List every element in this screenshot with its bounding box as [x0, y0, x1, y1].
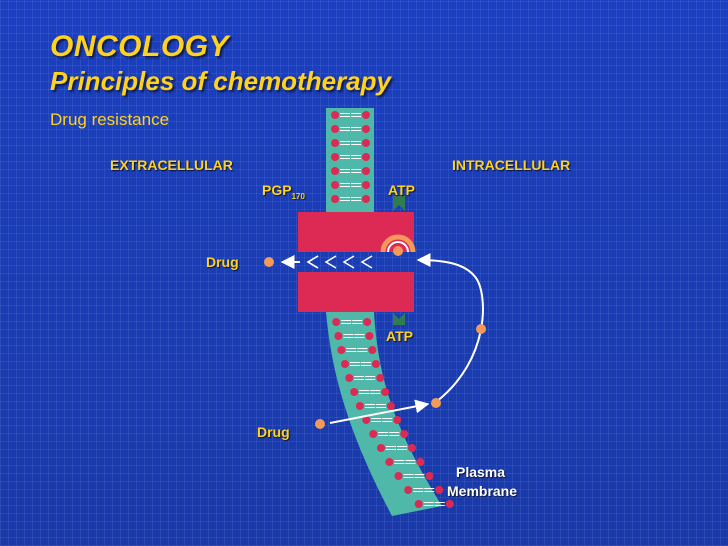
drug-dot-extracellular [264, 257, 274, 267]
plasma-membrane-lower [326, 312, 442, 516]
lipid-head [362, 195, 370, 203]
lipid-head [337, 346, 346, 354]
lipid-head [363, 318, 372, 326]
lipid-head [331, 167, 339, 175]
pgp-pump-lower [298, 272, 414, 312]
lipid-head [386, 402, 395, 410]
lipid-head [365, 332, 374, 340]
lipid-head [394, 472, 403, 480]
lipid-head [331, 195, 339, 203]
lipid-head [331, 181, 339, 189]
atp-label-bottom: ATP [386, 328, 413, 344]
lipid-bilayer-lower [332, 318, 454, 508]
lipid-head [332, 318, 341, 326]
drug-label-out: Drug [206, 254, 239, 270]
lipid-head [414, 500, 423, 508]
lipid-head [445, 500, 454, 508]
atp-label-top: ATP [388, 182, 415, 198]
drug-dot-entering [315, 419, 325, 429]
lipid-head [362, 139, 370, 147]
lipid-head [331, 139, 339, 147]
lipid-head [368, 346, 377, 354]
lipid-head [362, 125, 370, 133]
drug-dot-transit [476, 324, 486, 334]
lipid-head [416, 458, 425, 466]
pgp-subscript: 170 [291, 191, 305, 201]
lipid-head [369, 430, 378, 438]
pgp-label-text: PGP [262, 182, 292, 198]
lipid-bilayer-upper [331, 111, 370, 203]
lipid-head [334, 332, 343, 340]
extracellular-label: EXTRACELLULAR [110, 157, 233, 173]
lipid-head [362, 416, 371, 424]
section-heading: Drug resistance [50, 110, 170, 129]
lipid-head [331, 125, 339, 133]
recycle-arrow [416, 253, 484, 403]
binding-site-icon [380, 234, 416, 253]
slide-title: ONCOLOGY [50, 30, 230, 63]
influx-arrow [329, 399, 430, 424]
lipid-head [345, 374, 354, 382]
slide-subtitle: Principles of chemotherapy [50, 66, 391, 96]
lipid-head [331, 111, 339, 119]
efflux-channel-chevrons [306, 255, 373, 269]
atp-chip-bottom-icon [393, 313, 405, 325]
lipid-head [435, 486, 444, 494]
lipid-head [404, 486, 413, 494]
pgp-pump-upper [298, 212, 414, 252]
lipid-head [376, 444, 385, 452]
lipid-head [425, 472, 434, 480]
lipid-head [376, 374, 385, 382]
lipid-head [362, 167, 370, 175]
intracellular-label: INTRACELLULAR [452, 157, 571, 173]
lipid-head [407, 444, 416, 452]
lipid-head [371, 360, 380, 368]
membrane-label-line1: Plasma [456, 464, 506, 480]
pgp-label: PGP170 [262, 182, 305, 201]
lipid-head [340, 360, 349, 368]
lipid-head [385, 458, 394, 466]
lipid-head [400, 430, 409, 438]
drug-label-in: Drug [257, 424, 290, 440]
lipid-head [350, 388, 359, 396]
atp-chip-top-icon [393, 196, 405, 211]
lipid-head [362, 153, 370, 161]
lipid-head [362, 181, 370, 189]
lipid-head [393, 416, 402, 424]
lipid-head [381, 388, 390, 396]
lipid-head [331, 153, 339, 161]
drug-dot-intracellular [431, 398, 441, 408]
lipid-head [362, 111, 370, 119]
lipid-head [355, 402, 364, 410]
membrane-label-line2: Membrane [447, 483, 518, 499]
bound-drug [393, 246, 403, 256]
